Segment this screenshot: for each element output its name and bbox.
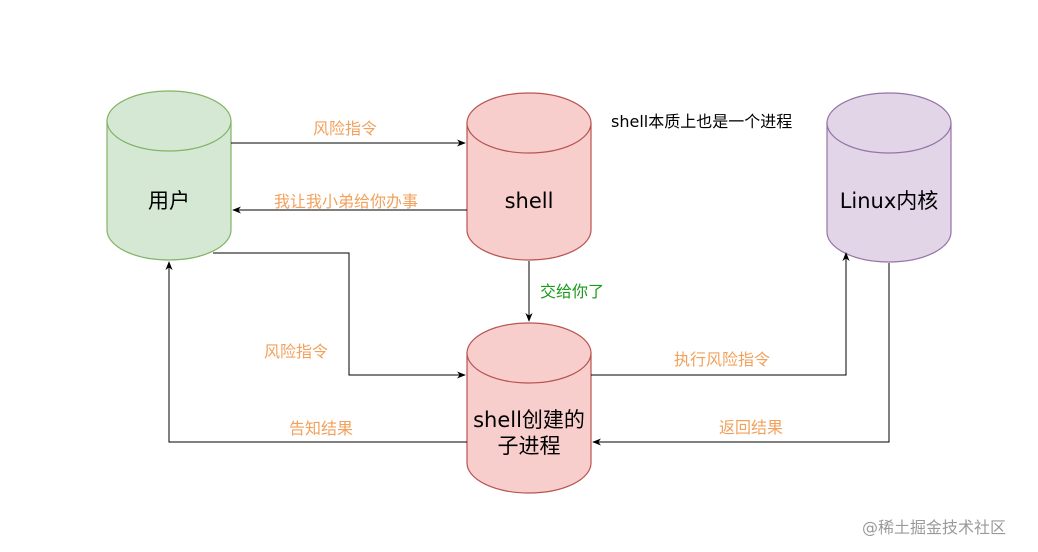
user-cylinder [106, 90, 232, 261]
shell-process-note: shell本质上也是一个进程 [611, 112, 793, 131]
child-process-cylinder [466, 322, 592, 494]
edge-child-to-user [165, 261, 467, 443]
shell-cylinder [466, 92, 592, 261]
edge-label-user-to-shell: 风险指令 [313, 119, 378, 138]
edge-label-shell-to-user: 我让我小弟给你办事 [274, 192, 419, 211]
edge-child-to-kernel [591, 252, 850, 376]
edge-label-kernel-to-child: 返回结果 [719, 418, 784, 437]
edge-label-user-to-child: 风险指令 [264, 342, 329, 361]
kernel-node-label: Linux内核 [839, 188, 939, 213]
watermark: @稀土掘金技术社区 [862, 518, 1007, 537]
user-node-label: 用户 [148, 188, 190, 213]
edge-label-shell-to-child: 交给你了 [540, 282, 605, 301]
shell-node-label: shell [504, 188, 554, 213]
edge-label-child-to-kernel: 执行风险指令 [674, 350, 771, 369]
kernel-cylinder [826, 92, 952, 263]
edge-kernel-to-child [592, 263, 890, 446]
edge-label-child-to-user: 告知结果 [289, 419, 354, 438]
edge-user-to-child [213, 252, 466, 379]
child-process-node-label: shell创建的子进程 [473, 407, 585, 458]
